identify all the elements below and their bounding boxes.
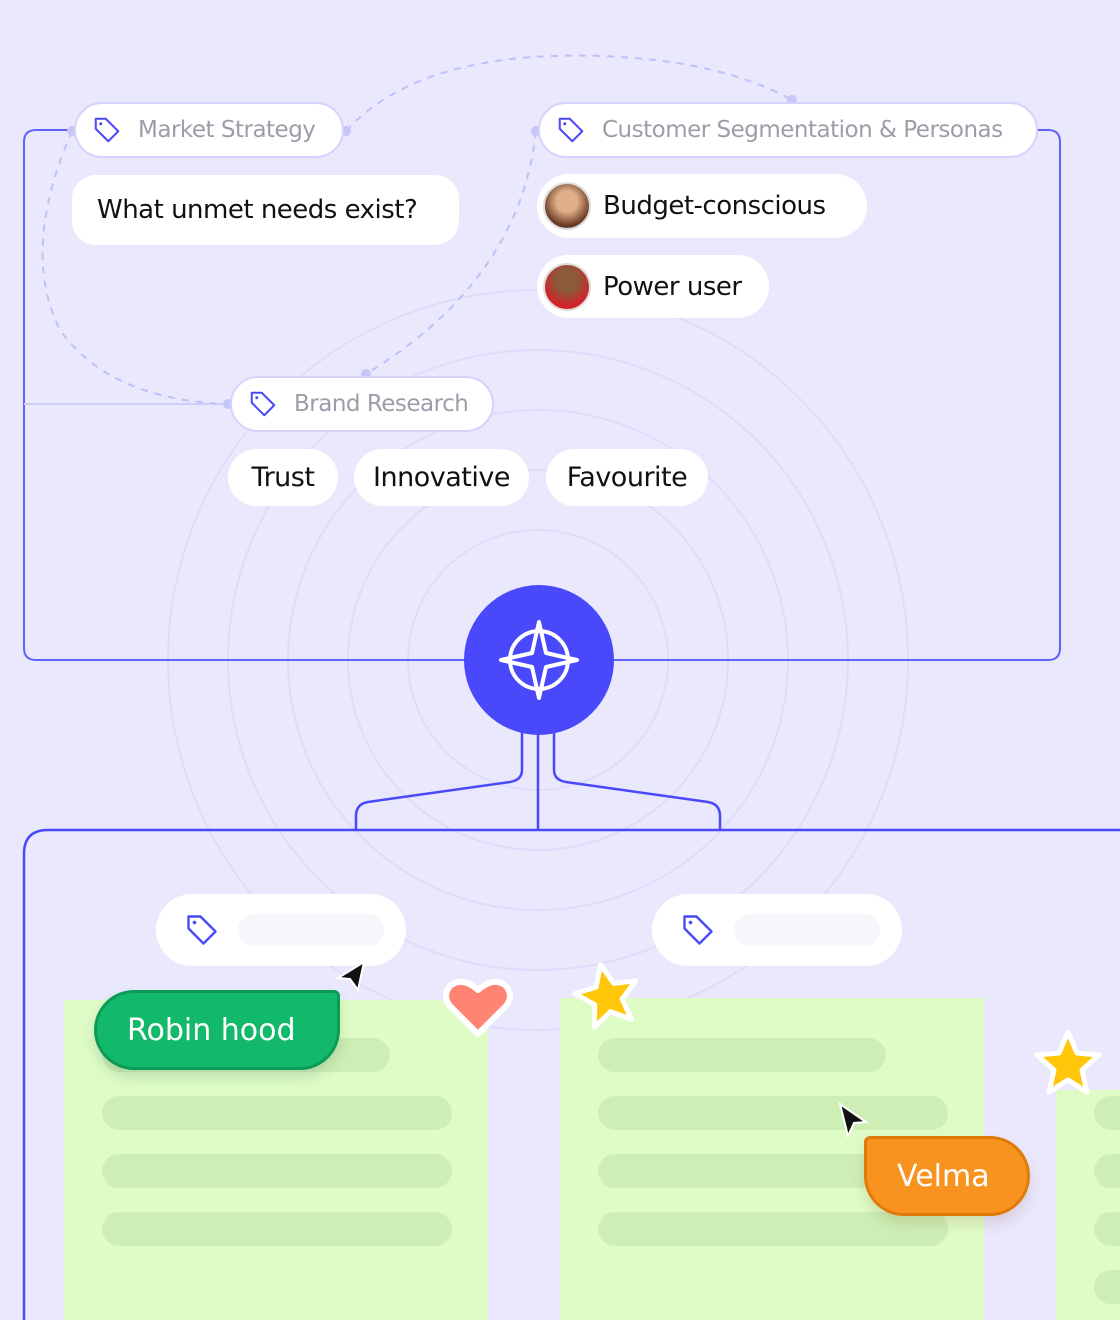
question-card[interactable]: What unmet needs exist? (72, 175, 459, 245)
chip-favourite[interactable]: Favourite (546, 449, 708, 506)
chip-innovative[interactable]: Innovative (354, 449, 529, 506)
tag-icon (94, 117, 120, 143)
cursor-name: Velma (897, 1158, 990, 1194)
tag-label: Brand Research (294, 391, 469, 417)
brand-research-tag[interactable]: Brand Research (230, 376, 494, 432)
avatar (543, 262, 591, 311)
empty-tag-2[interactable] (652, 894, 902, 966)
star-icon[interactable] (572, 960, 642, 1030)
placeholder-bar (734, 914, 880, 946)
hub-button[interactable] (464, 585, 614, 735)
tag-label: Market Strategy (138, 117, 316, 143)
cursor-arrow-icon (334, 959, 366, 993)
market-strategy-tag[interactable]: Market Strategy (74, 102, 344, 158)
persona-label: Power user (603, 271, 742, 302)
cursor-label-velma: Velma (864, 1136, 1030, 1216)
placeholder-bar (238, 914, 384, 946)
cursor-arrow-icon (838, 1101, 869, 1139)
tag-icon (558, 117, 584, 143)
tag-icon (250, 391, 276, 417)
tag-label: Customer Segmentation & Personas (602, 117, 1003, 143)
star-icon[interactable] (1032, 1028, 1104, 1098)
customer-segmentation-tag[interactable]: Customer Segmentation & Personas (538, 102, 1038, 158)
persona-power-user[interactable]: Power user (537, 255, 769, 318)
persona-budget-conscious[interactable]: Budget-conscious (537, 174, 867, 238)
tag-icon (187, 915, 217, 945)
chip-label: Innovative (373, 462, 510, 493)
cursor-name: Robin hood (127, 1012, 296, 1048)
chip-label: Favourite (566, 462, 688, 493)
question-text: What unmet needs exist? (97, 195, 418, 225)
heart-icon[interactable] (442, 974, 514, 1040)
persona-label: Budget-conscious (603, 191, 826, 221)
avatar (543, 182, 591, 230)
tag-icon (683, 915, 713, 945)
chip-trust[interactable]: Trust (228, 449, 338, 506)
compass-icon (499, 620, 579, 700)
sticky-note-3[interactable] (1056, 1090, 1120, 1320)
chip-label: Trust (251, 462, 315, 493)
cursor-label-robin-hood: Robin hood (94, 990, 340, 1070)
empty-tag-1[interactable] (156, 894, 406, 966)
